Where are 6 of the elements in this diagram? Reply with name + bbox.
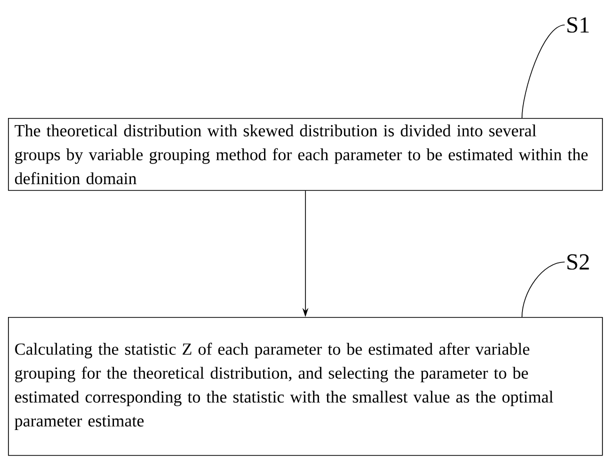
process-box: The theoretical distribution with skewed distribution is divided into several groups by variable grouping method for each parameter to be estimated within the definition domain [8, 118, 603, 191]
step-label: S2 [567, 254, 589, 270]
process-box: Calculating the statistic Z of each parameter to be estimated after variable grouping for the theoretical distribution, and selecting the parameter to be estimated corresponding to the statistic with the smallest value as the optimal parameter estimate [8, 317, 603, 456]
leader-line [522, 262, 566, 318]
step-label: S1 [567, 17, 589, 33]
leader-line [522, 24, 566, 118]
